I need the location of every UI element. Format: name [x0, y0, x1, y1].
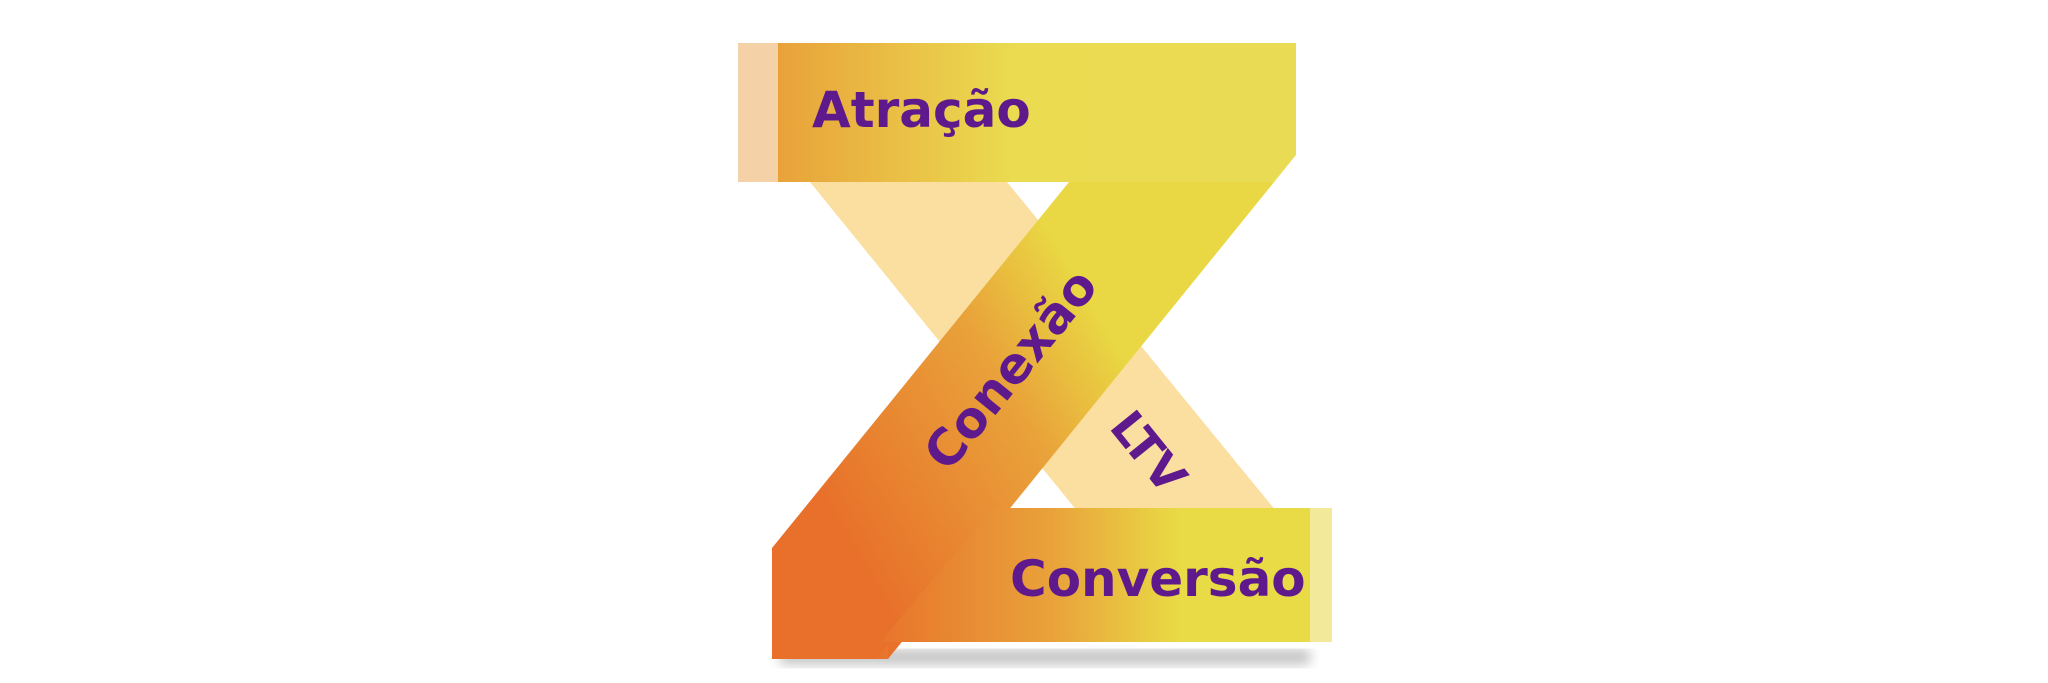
top-bar	[778, 43, 1296, 182]
top-bar-fade	[738, 43, 778, 182]
label-atracao: Atração	[812, 81, 1031, 139]
bottom-bar-fade	[1310, 508, 1332, 642]
label-conversao: Conversão	[1010, 550, 1306, 608]
conexao-band	[772, 155, 1296, 659]
bottom-shadow	[780, 650, 1310, 664]
bottom-bar-fill	[880, 508, 1310, 642]
